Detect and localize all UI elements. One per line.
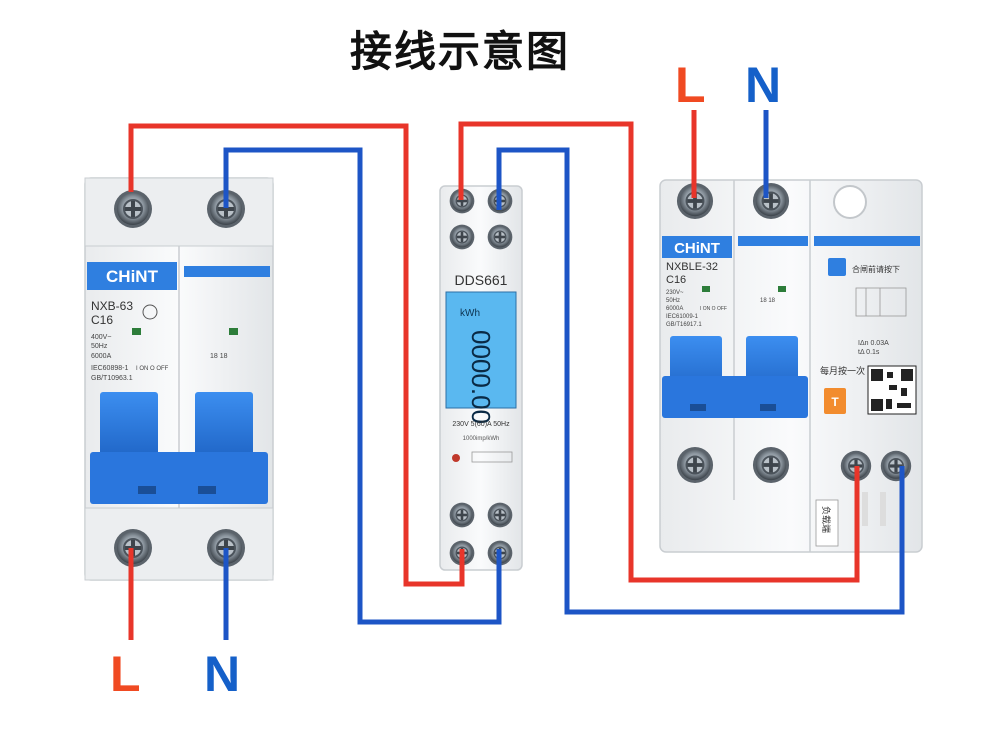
rcbo-top-screw-n	[752, 182, 790, 220]
wire-live-supply	[128, 123, 465, 587]
rcbo-trip-current: IΔn 0.03A	[858, 340, 889, 347]
label-top-neutral: N	[745, 57, 782, 113]
meter-bottom-screw-2	[487, 502, 513, 528]
rcbo-on-off: I ON O OFF	[700, 306, 727, 312]
wire-live-load	[458, 121, 860, 583]
rcbo-indicator-l	[702, 286, 710, 292]
label-bottom-live: L	[110, 646, 141, 702]
meter-unit: kWh	[460, 308, 480, 319]
left-breaker-indicator-l	[132, 328, 141, 335]
label-bottom-neutral: N	[204, 646, 241, 702]
meter-top-screw-4	[487, 224, 513, 250]
meter-spec: 230V 5(60)A 50Hz	[452, 421, 510, 428]
meter-bottom-screw-1	[449, 502, 475, 528]
meter-lcd	[445, 291, 517, 409]
meter-pulse-led	[452, 454, 460, 462]
meter-model: DDS661	[455, 272, 508, 288]
rcbo-test-label: T	[831, 395, 839, 409]
left-breaker-pole-code: 18 18	[210, 353, 228, 360]
rcbo-freq: 50Hz	[666, 298, 680, 304]
left-breaker-handle-n[interactable]	[195, 392, 253, 462]
diagram-title: 接线示意图	[349, 27, 570, 76]
left-breaker-on-off: I ON O OFF	[136, 366, 169, 372]
rcbo-close-hint: 合闸前请按下	[852, 264, 900, 274]
rcbo-voltage: 230V~	[666, 290, 684, 296]
meter-impulse: 1000imp/kWh	[463, 436, 500, 442]
energy-meter: DDS661 kWh 0000.00 230V 5(60)A 50Hz 1000…	[439, 185, 523, 571]
rcbo-inspection-window	[833, 185, 867, 219]
left-breaker-brand: CHiNT	[106, 267, 159, 286]
rcbo-pole-code: 18 18	[760, 298, 776, 304]
left-breaker-model: NXB-63	[91, 299, 133, 313]
wire-neutral-load	[496, 147, 905, 615]
rcbo-indicator-n	[778, 286, 786, 292]
rcbo-load-screw-n	[880, 450, 912, 482]
rcbo-load-tag: 负载端	[821, 506, 832, 533]
left-breaker-standard1: IEC60898-1	[91, 365, 128, 372]
left-breaker: CHiNT NXB-63 C16 400V~ 50Hz 6000A IEC608…	[84, 177, 274, 581]
left-breaker-handle-l[interactable]	[100, 392, 158, 462]
left-breaker-capacity: 6000A	[91, 353, 112, 360]
meter-top-screw-3	[449, 224, 475, 250]
rcbo-handle-bar[interactable]	[662, 376, 808, 418]
rcbo-rating: C16	[666, 274, 686, 286]
rcbo-trip-time: tΔ 0.1s	[858, 349, 880, 356]
rcbo-bottom-screw-1	[676, 446, 714, 484]
wire-neutral-supply	[223, 147, 502, 625]
rcbo-test-button[interactable]	[824, 388, 846, 414]
left-breaker-handle-bar[interactable]	[90, 452, 268, 504]
rcbo-standard1: IEC61009-1	[666, 314, 699, 320]
left-breaker-top-screw-l	[113, 189, 153, 229]
rcbo-monthly-test: 每月按一次	[820, 365, 865, 376]
left-breaker-indicator-n	[229, 328, 238, 335]
rcbo-qr-code	[867, 365, 917, 415]
left-breaker-freq: 50Hz	[91, 343, 108, 350]
meter-reading: 0000.00	[466, 330, 496, 424]
rcbo-bottom-screw-2	[752, 446, 790, 484]
rcbo-reset-button[interactable]	[828, 258, 846, 276]
rcbo-breaker: CHiNT NXBLE-32 C16 230V~ 50Hz 6000A IEC6…	[659, 179, 923, 553]
rcbo-brand: CHiNT	[674, 240, 720, 257]
rcbo-standard2: GB/T16917.1	[666, 322, 702, 328]
left-breaker-standard2: GB/T10963.1	[91, 375, 133, 382]
rcbo-circuit-symbol	[855, 287, 907, 317]
label-top-live: L	[675, 57, 706, 113]
rcbo-capacity: 6000A	[666, 306, 683, 312]
left-breaker-rating: C16	[91, 313, 113, 327]
rcbo-model: NXBLE-32	[666, 261, 718, 273]
left-breaker-voltage: 400V~	[91, 334, 111, 341]
